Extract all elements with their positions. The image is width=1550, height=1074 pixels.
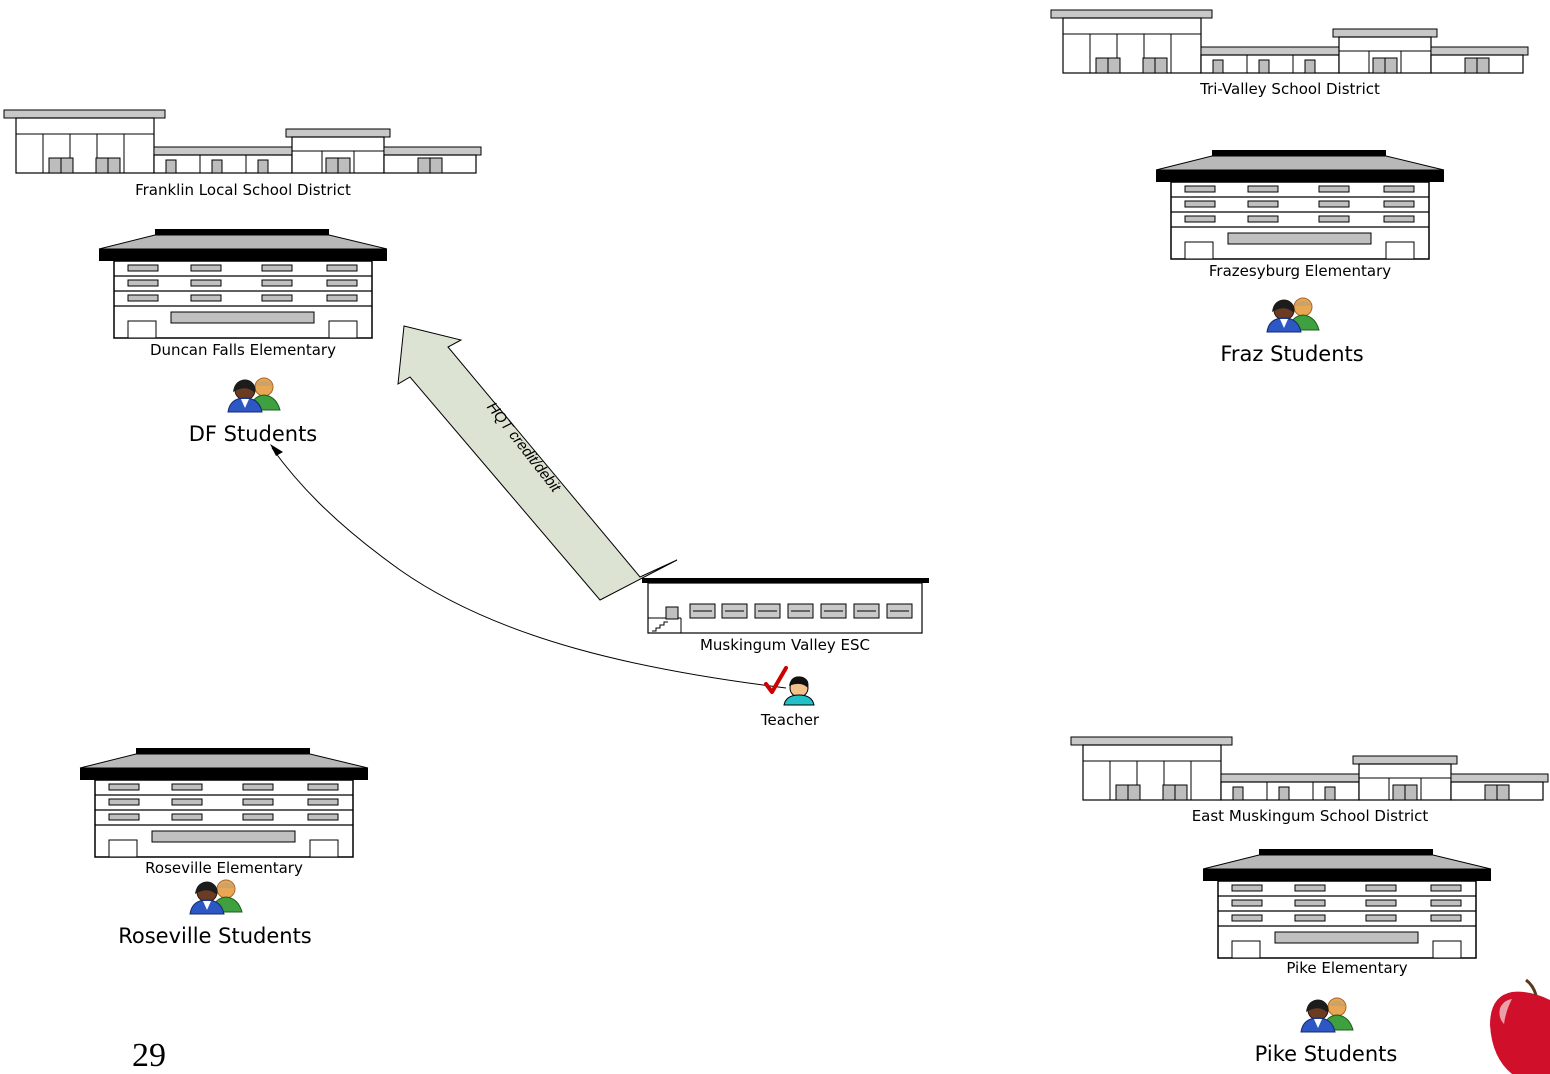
fraz-students-icon (1266, 297, 1320, 333)
frazesyburg-school-building (1155, 149, 1445, 260)
duncan-falls-school-building (98, 228, 388, 339)
pike-students-label: Pike Students (1255, 1042, 1398, 1066)
franklin-district-label: Franklin Local School District (135, 181, 351, 199)
tri-valley-district-building (1050, 9, 1529, 74)
teacher-icon (764, 666, 815, 706)
pike-school-label: Pike Elementary (1286, 959, 1407, 977)
franklin-district-building (3, 109, 482, 174)
roseville-school-building (79, 747, 369, 858)
east-muskingum-district-label: East Muskingum School District (1192, 807, 1429, 825)
slide-number: 29 (132, 1037, 166, 1074)
teacher-to-df-arrow (270, 444, 787, 689)
east-muskingum-district-building (1070, 736, 1549, 801)
roseville-students-icon (189, 879, 243, 915)
esc-label: Muskingum Valley ESC (700, 636, 870, 654)
teacher-label: Teacher (760, 711, 820, 729)
pike-students-icon (1300, 997, 1354, 1033)
df-students-icon (227, 377, 281, 413)
duncan-falls-school-label: Duncan Falls Elementary (150, 341, 336, 359)
esc-building (642, 578, 929, 634)
df-students-label: DF Students (189, 422, 318, 446)
fraz-students-label: Fraz Students (1220, 342, 1363, 366)
roseville-students-label: Roseville Students (118, 924, 312, 948)
hqt-block-arrow (397, 325, 678, 601)
apple-icon (1490, 978, 1550, 1074)
roseville-school-label: Roseville Elementary (145, 859, 303, 877)
pike-school-building (1202, 848, 1492, 959)
frazesyburg-school-label: Frazesyburg Elementary (1209, 262, 1391, 280)
tri-valley-district-label: Tri-Valley School District (1199, 80, 1380, 98)
